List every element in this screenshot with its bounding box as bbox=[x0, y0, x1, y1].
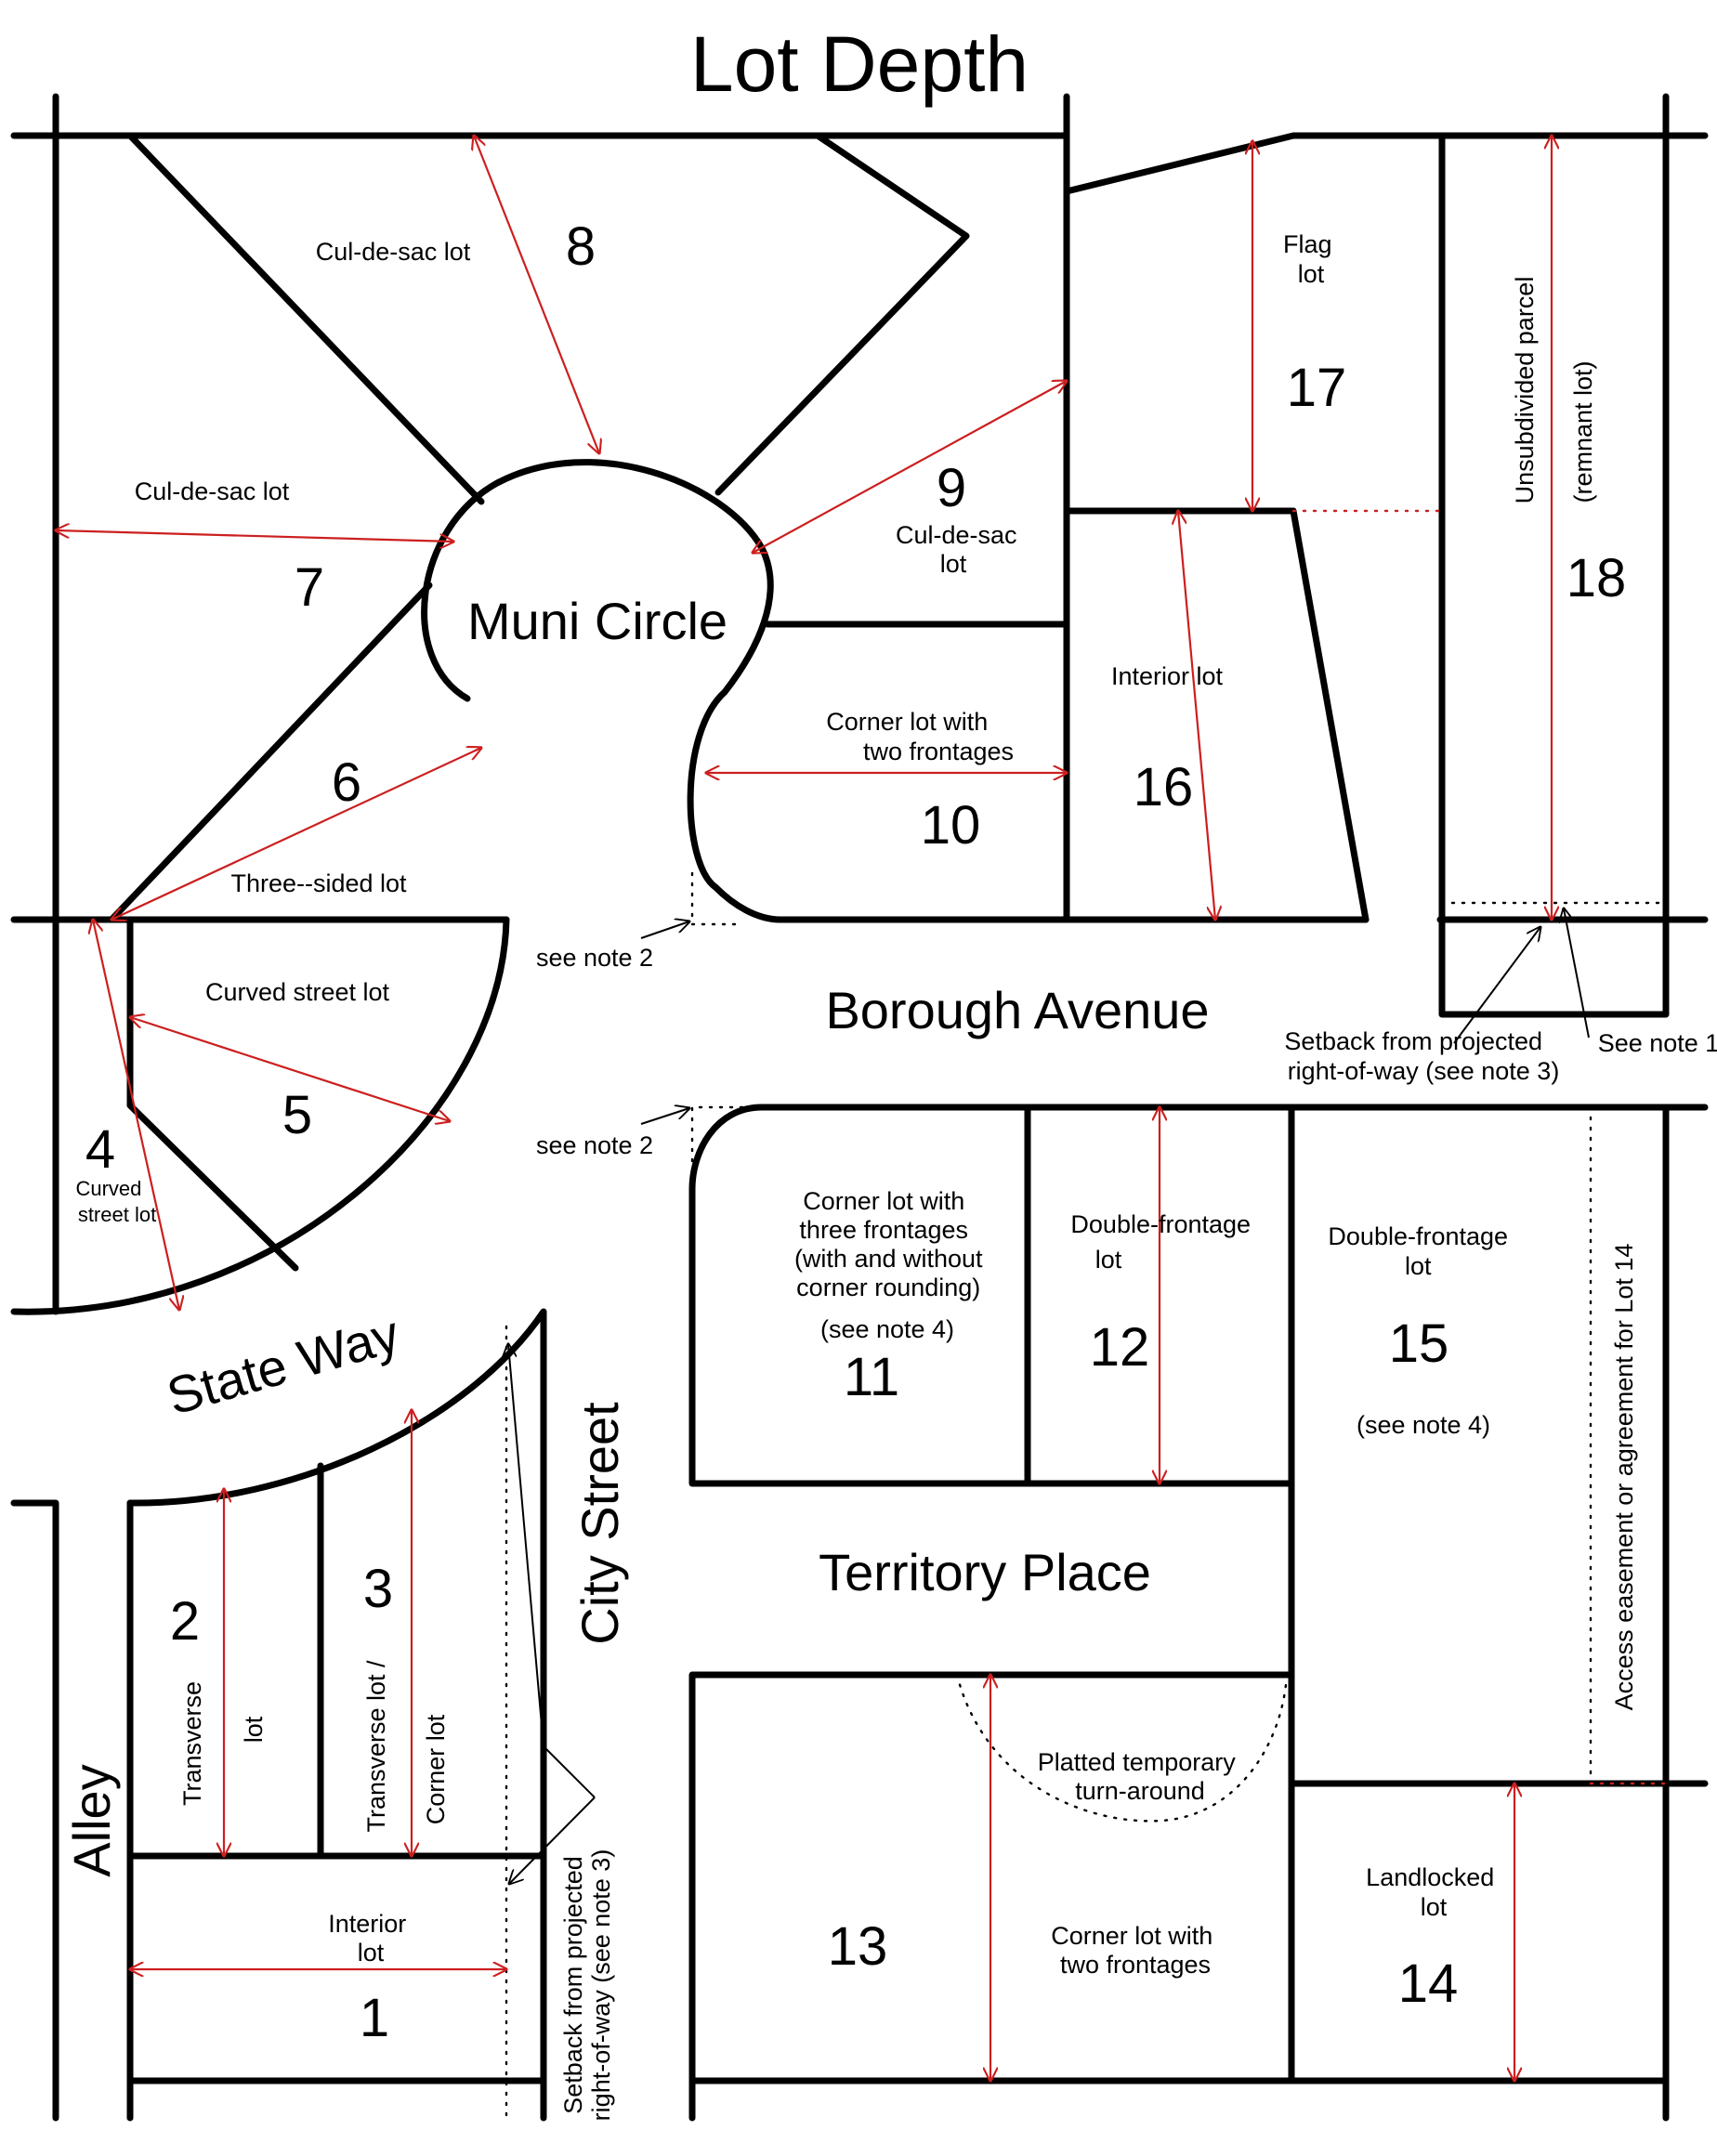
depth-arrow-6 bbox=[111, 748, 481, 920]
lot-number-16: 16 bbox=[1134, 757, 1194, 817]
note-see-note-2-lower: see note 2 bbox=[536, 1131, 653, 1159]
lot-label-15: Double-frontage lot (see note 4) bbox=[1328, 1222, 1514, 1439]
lot-label-8: Cul-de-sac lot bbox=[316, 238, 471, 266]
lot-label-14: Landlocked lot bbox=[1366, 1863, 1501, 1921]
lot-number-17: 17 bbox=[1287, 358, 1347, 418]
lot-label-9: Cul-de-sac lot bbox=[896, 521, 1024, 578]
lot-label-18b: (remnant lot) bbox=[1569, 360, 1597, 503]
lot-number-6: 6 bbox=[332, 752, 361, 813]
diagram-title: Lot Depth bbox=[690, 20, 1029, 108]
lot-label-4: Curved street lot bbox=[75, 1177, 156, 1226]
notes: see note 2 see note 2 Setback from proje… bbox=[536, 944, 1717, 2121]
depth-arrow-7 bbox=[56, 530, 453, 542]
lot-number-7: 7 bbox=[295, 557, 324, 618]
lot-label-7: Cul-de-sac lot bbox=[135, 477, 290, 505]
depth-arrow-8 bbox=[474, 136, 599, 453]
note-see-note-1: See note 1 bbox=[1598, 1029, 1717, 1057]
lot-number-9: 9 bbox=[937, 458, 966, 518]
note-setback-left-a: Setback from projected bbox=[559, 1856, 587, 2114]
lot-number-10: 10 bbox=[921, 795, 981, 856]
lot-number-15: 15 bbox=[1389, 1313, 1449, 1374]
lot-number-18: 18 bbox=[1566, 548, 1627, 608]
depth-arrow-16 bbox=[1178, 511, 1215, 920]
depth-arrow-4 bbox=[93, 920, 179, 1310]
lot-numbers: 1 2 3 4 5 6 7 8 9 10 11 12 13 14 15 16 1… bbox=[85, 216, 1626, 2048]
lot-number-8: 8 bbox=[566, 216, 596, 277]
lot-number-14: 14 bbox=[1398, 1953, 1459, 2014]
street-alley: Alley bbox=[62, 1764, 121, 1876]
lot-label-12: Double-frontage lot bbox=[1070, 1210, 1257, 1274]
lot-number-5: 5 bbox=[282, 1085, 312, 1145]
note-access-easement: Access easement or agreement for Lot 14 bbox=[1610, 1244, 1638, 1711]
lot-label-18a: Unsubdivided parcel bbox=[1511, 277, 1539, 504]
note-setback-right: Setback from projected right-of-way (see… bbox=[1284, 1027, 1559, 1085]
lot-label-16: Interior lot bbox=[1111, 662, 1224, 690]
lot-number-1: 1 bbox=[360, 1988, 389, 2048]
street-state-way: State Way bbox=[161, 1304, 406, 1426]
lot-lines bbox=[10, 93, 1709, 2122]
lot-number-4: 4 bbox=[85, 1119, 115, 1180]
note-turnaround: Platted temporary turn-around bbox=[1038, 1748, 1243, 1805]
lot-number-11: 11 bbox=[844, 1347, 899, 1407]
lot-label-13: Corner lot with two frontages bbox=[1051, 1922, 1220, 1979]
note-leaders bbox=[508, 908, 1590, 1884]
lot-label-11: Corner lot with three frontages (with an… bbox=[794, 1187, 990, 1343]
lot-number-12: 12 bbox=[1090, 1317, 1150, 1378]
lot-label-3a: Transverse lot / bbox=[362, 1660, 390, 1833]
lot-label-2b: lot bbox=[240, 1716, 268, 1743]
depth-arrow-9 bbox=[753, 381, 1067, 553]
muni-circle-label: Muni Circle bbox=[467, 592, 727, 650]
depth-arrows bbox=[56, 136, 1552, 2081]
lot-label-6: Three--sided lot bbox=[230, 869, 407, 897]
lot-labels: Interior lot Transverse lot Transverse l… bbox=[75, 230, 1597, 1979]
street-territory-place: Territory Place bbox=[819, 1543, 1151, 1601]
lot-number-2: 2 bbox=[170, 1591, 200, 1652]
lot-number-13: 13 bbox=[828, 1916, 888, 1977]
street-city-street: City Street bbox=[570, 1402, 629, 1645]
lot-label-3b: Corner lot bbox=[422, 1714, 450, 1824]
lot-number-3: 3 bbox=[363, 1559, 393, 1619]
lot-label-5: Curved street lot bbox=[205, 978, 390, 1006]
lot-label-2a: Transverse bbox=[178, 1681, 206, 1806]
note-setback-left-b: right-of-way (see note 3) bbox=[587, 1849, 615, 2122]
lot-label-17: Flag lot bbox=[1283, 230, 1339, 288]
street-borough-avenue: Borough Avenue bbox=[825, 981, 1209, 1039]
lot-label-10: Corner lot with two frontages bbox=[826, 708, 1014, 765]
note-see-note-2-upper: see note 2 bbox=[536, 944, 653, 972]
lot-label-1: Interior lot bbox=[328, 1910, 413, 1967]
